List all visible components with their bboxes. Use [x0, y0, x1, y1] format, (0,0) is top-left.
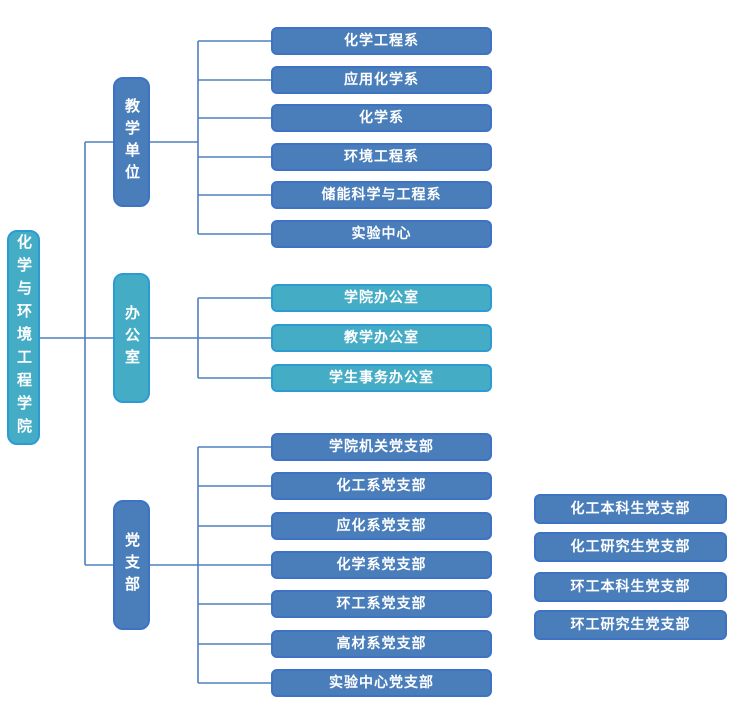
party-branch-node: 高材系党支部: [271, 630, 492, 658]
party-branch-node: 应化系党支部: [271, 512, 492, 540]
group-node-offices: 办公室: [113, 273, 150, 403]
floating-party-branch-node: 化工本科生党支部: [534, 494, 727, 524]
dept-node: 储能科学与工程系: [271, 181, 492, 209]
floating-party-branch-node: 化工研究生党支部: [534, 532, 727, 562]
dept-node: 化学系: [271, 104, 492, 132]
root-node: 化学与环境工程学院: [7, 230, 40, 445]
office-node: 学院办公室: [271, 284, 492, 312]
party-branch-node: 化工系党支部: [271, 472, 492, 500]
floating-party-branch-node: 环工本科生党支部: [534, 572, 727, 602]
group-node-teaching-units: 教学单位: [113, 77, 150, 207]
offices-connector: [150, 297, 271, 379]
party-branches-connector: [150, 446, 271, 684]
dept-node: 化学工程系: [271, 27, 492, 55]
dept-node: 应用化学系: [271, 66, 492, 94]
party-branch-node: 环工系党支部: [271, 590, 492, 618]
party-branch-node: 实验中心党支部: [271, 669, 492, 697]
dept-node: 实验中心: [271, 220, 492, 248]
dept-node: 环境工程系: [271, 143, 492, 171]
level1-connector: [40, 141, 113, 566]
office-node: 教学办公室: [271, 324, 492, 352]
floating-party-branch-node: 环工研究生党支部: [534, 610, 727, 640]
teaching-units-connector: [150, 40, 271, 235]
party-branch-node: 学院机关党支部: [271, 433, 492, 461]
group-node-party-branches: 党支部: [113, 500, 150, 630]
party-branch-node: 化学系党支部: [271, 551, 492, 579]
office-node: 学生事务办公室: [271, 364, 492, 392]
